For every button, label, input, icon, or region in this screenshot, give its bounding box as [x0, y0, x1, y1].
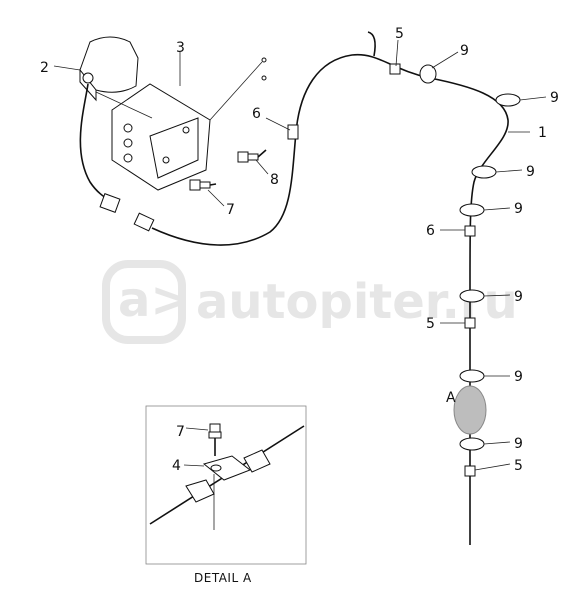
- callout-9-f: 9: [514, 369, 523, 385]
- watermark-logo-mark: a>: [118, 272, 191, 328]
- callout-9-a: 9: [460, 43, 469, 59]
- callout-6-lower: 6: [426, 223, 435, 239]
- clip-5-top: [389, 63, 401, 75]
- mounting-bracket: [95, 57, 267, 191]
- watermark-text: autopiter.ru: [196, 274, 518, 330]
- work-lamp: [79, 36, 139, 213]
- callout-9-d: 9: [514, 201, 523, 217]
- callout-5-lower: 5: [514, 458, 523, 474]
- watermark-logo-box: [102, 260, 186, 344]
- bolt-7: [189, 179, 217, 191]
- callout-2: 2: [40, 60, 49, 76]
- detail-a-marker: [453, 385, 487, 435]
- callout-9-c: 9: [526, 164, 535, 180]
- cable-tie-3: [471, 165, 497, 179]
- cable-tie-7: [459, 437, 485, 451]
- harness-connector: [133, 212, 155, 232]
- callout-5-middle: 5: [426, 316, 435, 332]
- detail-a-frame: [145, 405, 307, 565]
- watermark: a> autopiter.ru: [102, 260, 518, 344]
- callout-5-top: 5: [395, 26, 404, 42]
- callout-9-g: 9: [514, 436, 523, 452]
- callout-9-b: 9: [550, 90, 559, 106]
- detail-callout-4: 4: [172, 458, 181, 474]
- clip-5-middle: [464, 317, 476, 329]
- wire-branch-top: [367, 31, 376, 57]
- clip-5-lower: [464, 465, 476, 477]
- cable-tie-5: [459, 289, 485, 303]
- callout-detail-a: A: [446, 390, 456, 406]
- bolt-8: [237, 149, 267, 163]
- cable-tie-1: [419, 64, 437, 84]
- callout-3: 3: [176, 40, 185, 56]
- lamp-connector: [99, 193, 121, 213]
- callout-8: 8: [270, 172, 279, 188]
- clip-6-upper: [287, 124, 299, 140]
- cable-tie-6: [459, 369, 485, 383]
- detail-a-inset: [145, 405, 307, 565]
- detail-a-title: DETAIL A: [194, 571, 252, 585]
- clip-6-lower: [464, 225, 476, 237]
- callout-1: 1: [538, 125, 547, 141]
- callout-9-e: 9: [514, 289, 523, 305]
- detail-callout-7: 7: [176, 424, 185, 440]
- callout-7: 7: [226, 202, 235, 218]
- cable-tie-2: [495, 93, 521, 107]
- cable-tie-4: [459, 203, 485, 217]
- callout-6-upper: 6: [252, 106, 261, 122]
